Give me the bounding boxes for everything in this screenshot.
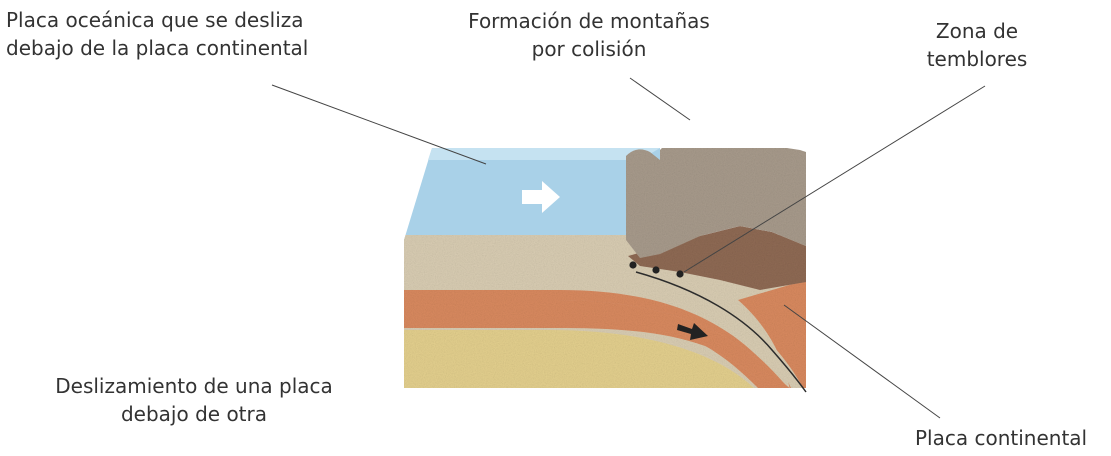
label-quake-line2: temblores xyxy=(926,47,1028,71)
label-mountains-line2: por colisión xyxy=(531,37,647,61)
label-mountain-formation: Formación de montañas por colisión xyxy=(448,7,730,63)
label-subduction-line2: debajo de otra xyxy=(120,402,267,426)
label-oceanic-line2: debajo de la placa continental xyxy=(6,36,309,60)
label-mountains-line1: Formación de montañas xyxy=(468,9,710,33)
label-quake-line1: Zona de xyxy=(935,19,1019,43)
label-oceanic-plate: Placa oceánica que se desliza debajo de … xyxy=(6,6,308,62)
leader-quake xyxy=(683,85,986,273)
label-subduction: Deslizamiento de una placa debajo de otr… xyxy=(34,372,354,428)
ocean-arrow-icon xyxy=(522,181,560,213)
label-subduction-line1: Deslizamiento de una placa xyxy=(55,374,333,398)
crust-layers xyxy=(404,148,806,388)
label-oceanic-line1: Placa oceánica que se desliza xyxy=(6,8,304,32)
slab-boundary-line xyxy=(635,271,807,393)
leader-continental xyxy=(783,304,941,419)
plate-arrow-icon xyxy=(677,323,708,340)
label-continental-plate: Placa continental xyxy=(915,424,1087,452)
leader-oceanic xyxy=(271,84,487,165)
label-continental-line1: Placa continental xyxy=(915,426,1088,450)
leader-mountains xyxy=(629,77,691,121)
earthquake-points xyxy=(629,261,684,278)
label-earthquake-zone: Zona de temblores xyxy=(892,17,1062,73)
leader-lines xyxy=(271,77,986,419)
